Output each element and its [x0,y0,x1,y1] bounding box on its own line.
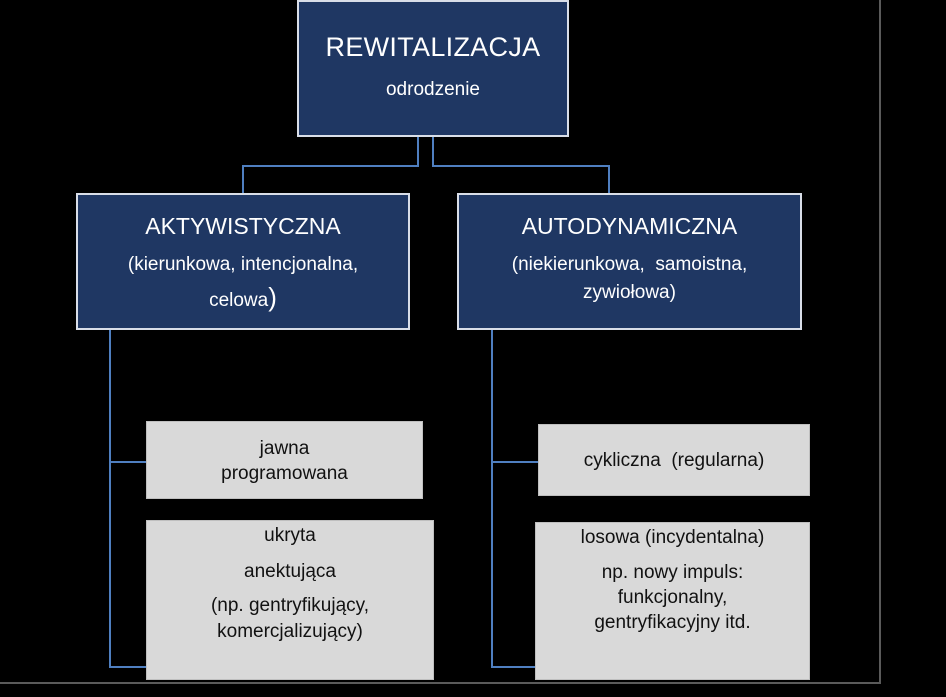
left-node: AKTYWISTYCZNA (kierunkowa, intencjonalna… [76,193,410,330]
connector-right-spine [491,329,535,668]
left-child2-line2: anektująca [244,561,336,582]
left-subtitle-line2: celowa) [78,282,408,313]
right-child2-line4: gentryfikacyjny itd. [594,612,751,633]
right-subtitle-line2: zywiołowa) [583,282,676,303]
diagram-frame [0,0,881,684]
left-subtitle-line1: (kierunkowa, intencjonalna, [127,254,359,275]
left-title: AKTYWISTYCZNA [145,213,341,239]
right-child2-line2: np. nowy impuls: [601,562,744,583]
left-child1-line2: programowana [221,463,348,484]
left-child2-line3: (np. gentryfikujący, [210,595,370,616]
right-child2-line1: losowa (incydentalna) [580,527,765,548]
right-child-cyclic: cykliczna (regularna) [538,424,810,496]
left-subtitle-close: ) [268,282,277,312]
left-child1-line1: jawna [259,438,310,459]
left-child2-line1: ukryta [264,525,316,546]
right-child1-line1: cykliczna (regularna) [583,450,765,471]
root-node: REWITALIZACJA odrodzenie [297,0,569,137]
connector-root-left [242,137,419,193]
right-child2-line3: funkcjonalny, [617,587,728,608]
right-child-random: losowa (incydentalna) np. nowy impuls: f… [535,522,810,680]
connector-root-right [432,137,610,193]
root-subtitle: odrodzenie [385,79,481,100]
left-child-hidden: ukryta anektująca (np. gentryfikujący, k… [146,520,434,680]
left-subtitle-text: celowa [209,290,269,311]
right-node: AUTODYNAMICZNA (niekierunkowa, samoistna… [457,193,802,330]
left-child-explicit: jawna programowana [146,421,423,499]
right-subtitle-line1: (niekierunkowa, samoistna, [511,254,748,275]
connector-left-spine [109,329,146,668]
left-child2-line4: komercjalizujący) [217,621,363,642]
root-title: REWITALIZACJA [325,32,541,62]
right-title: AUTODYNAMICZNA [521,213,738,239]
